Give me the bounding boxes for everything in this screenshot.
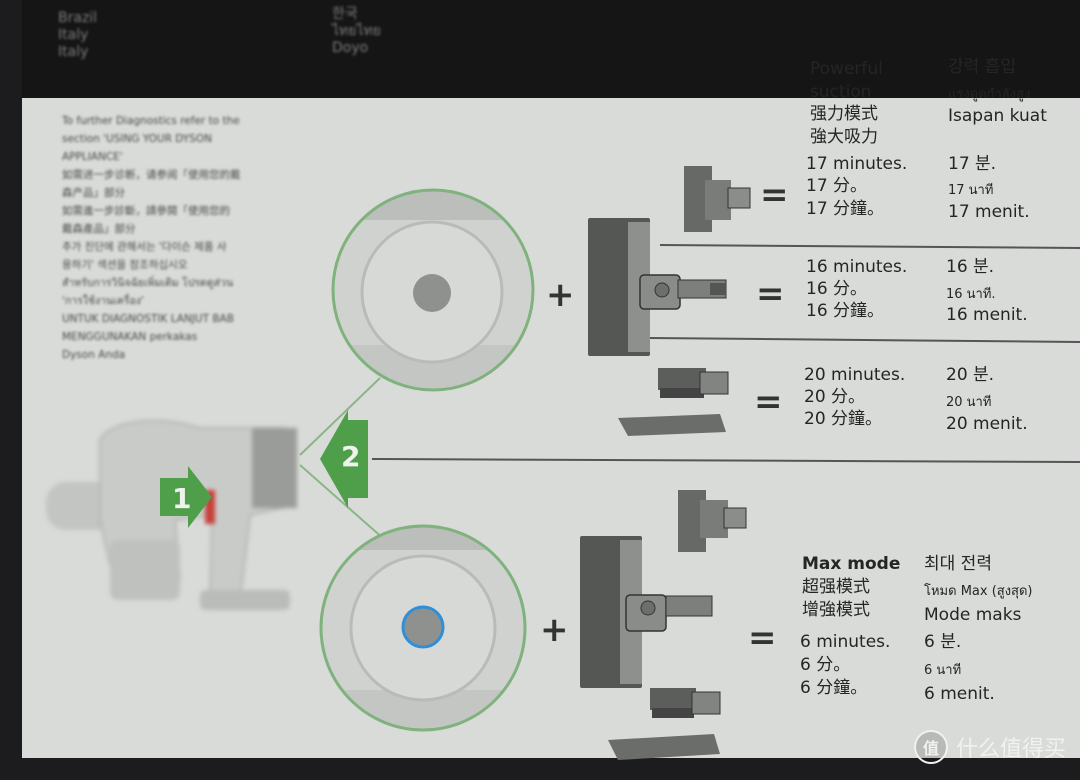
equals-sign-max: = — [748, 618, 777, 658]
max-min-en: 6 minutes. — [800, 632, 891, 652]
max-min-ko: 6 분. — [924, 632, 962, 652]
combination-tool-icon-max — [678, 490, 747, 552]
watermark-text: 什么值得买 — [955, 737, 1066, 762]
row2-ko: 16 분. — [946, 257, 995, 277]
max-min-th: 6 นาที — [924, 663, 962, 678]
row2-zh-t: 16 分鐘。 — [806, 301, 885, 321]
zoom-line — [299, 377, 381, 456]
max-en: Max mode — [802, 554, 901, 574]
equals-sign-row-2: = — [756, 274, 785, 314]
row2-id: 16 menit. — [946, 305, 1028, 325]
step-1-label: 1 — [172, 482, 192, 515]
watermark: 值 什么值得买 — [913, 730, 1066, 764]
max-zh-s: 超强模式 — [802, 577, 870, 597]
powerful-zh-simplified: 强力模式 — [810, 104, 878, 124]
powerful-zh-traditional: 強大吸力 — [810, 127, 878, 147]
row3-zh-t: 20 分鐘。 — [804, 409, 883, 429]
max-mode-button — [401, 605, 445, 649]
row2-th: 16 นาที. — [946, 287, 996, 302]
plus-sign: + — [546, 275, 575, 315]
combination-tool-icon — [684, 166, 751, 232]
row1-ko: 17 분. — [948, 154, 997, 174]
row1-id: 17 menit. — [948, 202, 1030, 222]
row1-zh-t: 17 分鐘。 — [806, 199, 885, 219]
max-min-zh-t: 6 分鐘。 — [800, 678, 868, 698]
row3-ko: 20 분. — [946, 365, 995, 385]
plus-sign-max: + — [540, 610, 569, 650]
manual-page — [22, 0, 1080, 780]
zoom-line — [299, 464, 386, 541]
motorhead-tool-icon — [588, 218, 727, 356]
row2-zh-s: 16 分。 — [806, 279, 868, 299]
powerful-th: แรงดูดกำลังสูง — [948, 87, 1031, 102]
max-min-id: 6 menit. — [924, 684, 995, 704]
step-2-label: 2 — [341, 440, 361, 473]
powerful-mode-zoom-circle — [331, 188, 535, 392]
powerful-id: Isapan kuat — [948, 106, 1047, 126]
equals-sign-row-3: = — [754, 382, 783, 422]
max-mode-zoom-circle — [319, 524, 527, 732]
row3-zh-s: 20 分。 — [804, 387, 866, 407]
max-th: โหมด Max (สูงสุด) — [924, 584, 1033, 599]
max-id: Mode maks — [924, 605, 1022, 625]
motorhead-tool-icon-max — [580, 536, 713, 688]
mode-button — [413, 274, 451, 312]
step-1-arrow-icon — [160, 466, 212, 528]
row3-th: 20 นาที — [946, 395, 992, 410]
brush-tool-icon-max — [650, 688, 721, 718]
row3-en: 20 minutes. — [804, 365, 906, 385]
row3-id: 20 menit. — [946, 414, 1028, 434]
max-ko: 최대 전력 — [924, 554, 992, 574]
max-zh-t: 增強模式 — [802, 600, 870, 620]
brush-tool-icon — [658, 368, 729, 398]
row2-en: 16 minutes. — [806, 257, 908, 277]
watermark-logo-icon: 值 — [913, 730, 948, 764]
row1-th: 17 นาที — [948, 183, 994, 198]
powerful-ko: 강력 흡입 — [948, 57, 1016, 77]
step-2-arrow-icon — [320, 410, 368, 508]
row1-zh-s: 17 分。 — [806, 176, 868, 196]
crevice-tool-icon — [618, 414, 726, 436]
powerful-en-line2: suction — [810, 82, 872, 102]
equals-sign-row-1: = — [760, 175, 789, 215]
max-min-zh-s: 6 分。 — [800, 655, 851, 675]
crevice-tool-icon-max — [608, 734, 720, 760]
powerful-en-line1: Powerful — [810, 59, 883, 79]
row1-en: 17 minutes. — [806, 154, 908, 174]
header-bar — [22, 0, 1080, 98]
